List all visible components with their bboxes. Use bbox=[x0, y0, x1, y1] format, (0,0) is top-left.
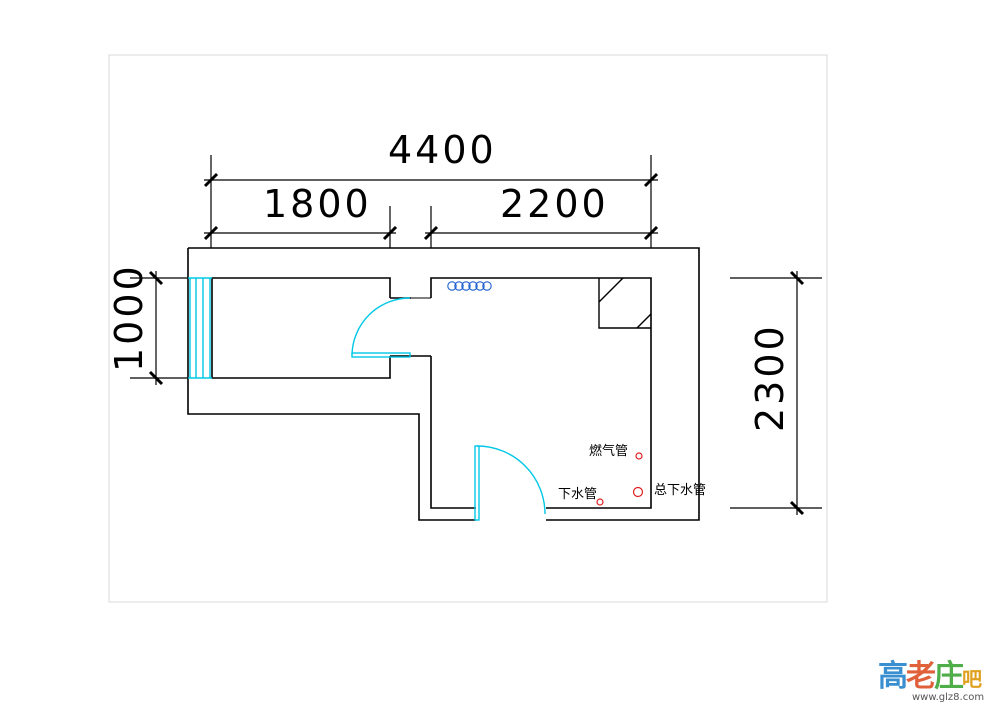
watermark-logo: 高 老 庄 吧 www.glz8.com bbox=[878, 659, 984, 703]
dim-left-height-label: 1000 bbox=[107, 263, 151, 372]
radiator-coil-icon bbox=[447, 281, 492, 291]
door-entrance bbox=[474, 445, 546, 521]
dim-left-width-label: 1800 bbox=[263, 182, 372, 226]
watermark-char-2: 老 bbox=[906, 659, 936, 694]
dim-right-height-label: 2300 bbox=[748, 323, 792, 432]
watermark-char-4: 吧 bbox=[962, 667, 982, 691]
watermark-char-3: 庄 bbox=[934, 659, 964, 694]
main-drain-pipe-label: 总下水管 bbox=[654, 483, 706, 498]
dim-left-width bbox=[203, 206, 398, 248]
dim-right-width-label: 2200 bbox=[500, 182, 609, 226]
shaft-box bbox=[598, 277, 652, 329]
inner-wall-room bbox=[430, 277, 652, 509]
gas-pipe-label: 燃气管 bbox=[589, 443, 628, 459]
gas-pipe-marker bbox=[635, 452, 643, 460]
sheet-border bbox=[108, 54, 828, 603]
window-left bbox=[188, 277, 212, 379]
dim-right-width bbox=[423, 206, 659, 248]
inner-wall-corridor bbox=[211, 277, 391, 379]
inner-wall-room-left bbox=[430, 356, 476, 509]
drain-pipe-label: 下水管 bbox=[558, 487, 597, 502]
dim-left-height bbox=[130, 270, 188, 386]
outer-wall bbox=[188, 247, 700, 521]
watermark-char-1: 高 bbox=[878, 659, 908, 694]
dim-right-height bbox=[730, 270, 822, 516]
door-inner bbox=[351, 297, 411, 358]
main-drain-pipe-marker bbox=[632, 486, 644, 498]
watermark-url: www.glz8.com bbox=[912, 692, 984, 703]
dim-total-width-label: 4400 bbox=[388, 128, 497, 172]
drain-pipe-marker bbox=[596, 498, 604, 506]
outer-wall-bottom-left bbox=[187, 248, 476, 521]
